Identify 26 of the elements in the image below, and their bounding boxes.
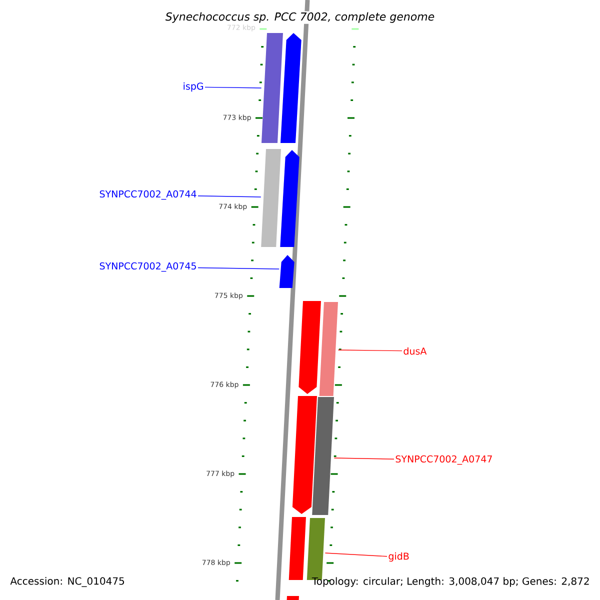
cds-block bbox=[280, 33, 302, 143]
gene-bar bbox=[262, 33, 283, 143]
leader-line bbox=[198, 267, 280, 270]
leader-line bbox=[324, 552, 388, 557]
gene-bar bbox=[288, 517, 306, 580]
gene-bar bbox=[286, 596, 299, 600]
gene-label: ispG bbox=[184, 82, 204, 92]
gene-label: SYNPCC7002_A0744 bbox=[100, 190, 196, 200]
cds-block bbox=[298, 301, 321, 394]
gene-bar bbox=[319, 302, 338, 396]
gene-bar bbox=[312, 397, 334, 515]
leader-line bbox=[338, 350, 402, 352]
genome-info-text: Topology: circular; Length: 3,008,047 bp; Genes: 2,872 bbox=[312, 577, 589, 587]
leader-line bbox=[198, 196, 262, 198]
cds-block bbox=[280, 150, 300, 247]
gene-label: SYNPCC7002_A0747 bbox=[396, 455, 492, 465]
gene-label: gidB bbox=[388, 552, 409, 562]
title: Synechococcus sp. PCC 7002, complete genome bbox=[164, 11, 436, 24]
accession-text: Accession: NC_010475 bbox=[9, 576, 126, 588]
gene-label: dusA bbox=[404, 347, 427, 355]
cds-block bbox=[292, 396, 317, 514]
gene-bar bbox=[261, 149, 281, 247]
gene-label: SYNPCC7002_A0745 bbox=[100, 262, 196, 272]
leader-line bbox=[204, 86, 262, 88]
cds-block bbox=[279, 255, 294, 288]
leader-line bbox=[334, 458, 394, 460]
